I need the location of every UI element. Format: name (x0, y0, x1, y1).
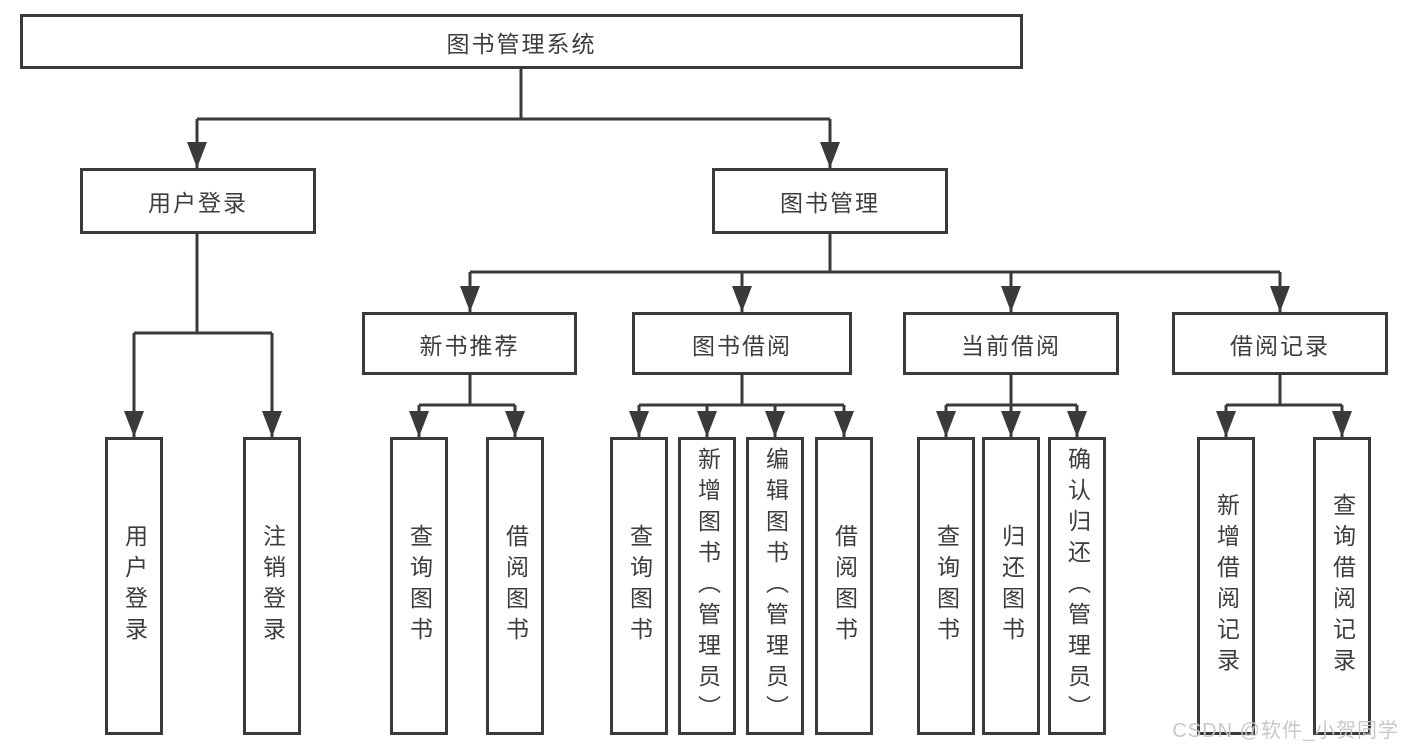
leaf-query-borrowing-record: 查询借阅记录 (1313, 437, 1371, 735)
watermark: CSDN @软件_小贺同学 (1172, 720, 1399, 742)
arrowhead (834, 411, 854, 437)
node-book-management: 图书管理 (712, 168, 948, 234)
leaf-confirm-return-admin: 确认归还（管理员） (1048, 437, 1106, 735)
leaf-borrow-books-borrowing: 借阅图书 (815, 437, 873, 735)
arrowhead (629, 411, 649, 437)
node-library-management-system: 图书管理系统 (20, 14, 1023, 69)
leaf-add-books-admin: 新增图书（管理员） (678, 437, 736, 735)
arrowhead (765, 411, 785, 437)
arrowhead (936, 411, 956, 437)
arrowhead (187, 142, 207, 168)
leaf-query-books-borrowing: 查询图书 (610, 437, 668, 735)
node-new-book-recommendation: 新书推荐 (362, 312, 577, 375)
arrowhead (409, 411, 429, 437)
node-borrowing-records: 借阅记录 (1172, 312, 1388, 375)
node-user-login: 用户登录 (80, 168, 316, 234)
arrowhead (460, 286, 480, 312)
arrowhead (505, 411, 525, 437)
arrowhead (732, 286, 752, 312)
leaf-borrow-books-recommendation: 借阅图书 (486, 437, 544, 735)
leaf-edit-books-admin: 编辑图书（管理员） (746, 437, 804, 735)
leaf-user-login: 用户登录 (105, 437, 163, 735)
leaf-query-books-current: 查询图书 (917, 437, 975, 735)
node-book-borrowing: 图书借阅 (632, 312, 852, 375)
arrowhead (1216, 411, 1236, 437)
leaf-return-books: 归还图书 (982, 437, 1040, 735)
node-current-borrowing: 当前借阅 (903, 312, 1119, 375)
arrowhead (1067, 411, 1087, 437)
arrowhead (820, 142, 840, 168)
arrowhead (1001, 411, 1021, 437)
arrowhead (1332, 411, 1352, 437)
arrowhead (262, 411, 282, 437)
arrowhead (1270, 286, 1290, 312)
leaf-logout: 注销登录 (243, 437, 301, 735)
arrowhead (124, 411, 144, 437)
leaf-query-books-recommendation: 查询图书 (390, 437, 448, 735)
arrowhead (697, 411, 717, 437)
leaf-add-borrowing-record: 新增借阅记录 (1197, 437, 1255, 735)
arrowhead (1001, 286, 1021, 312)
